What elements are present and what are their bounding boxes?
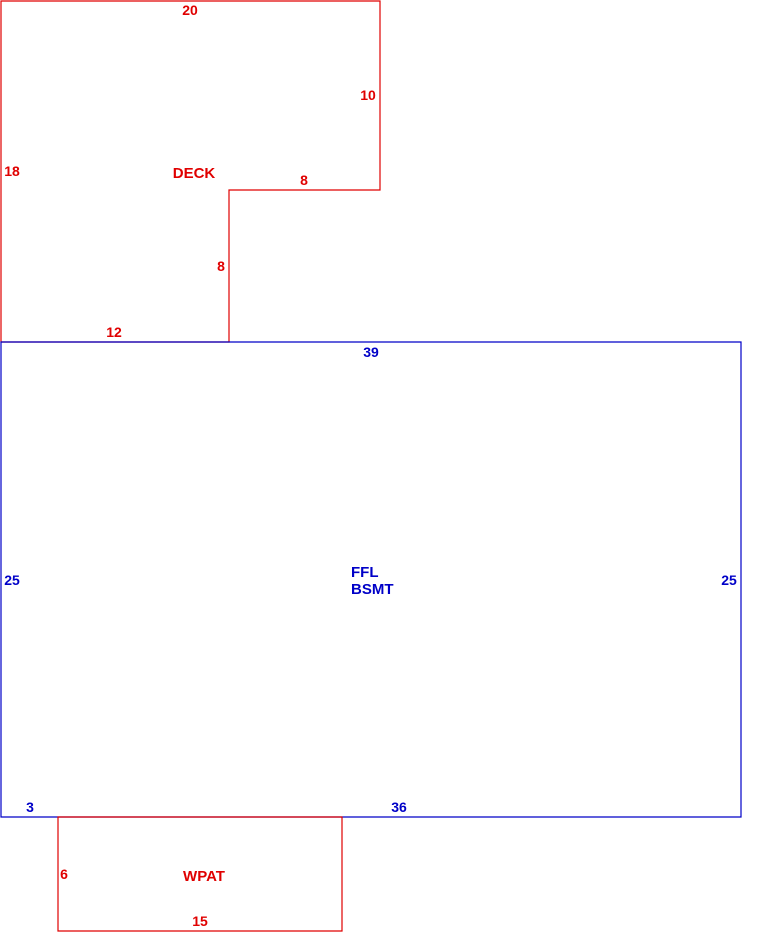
deck-area-label: DECK xyxy=(173,165,216,182)
deck-dim-left: 18 xyxy=(4,163,20,179)
house-dim-bottom-left: 3 xyxy=(26,799,34,815)
patio-area-label: WPAT xyxy=(183,868,225,885)
house-outline xyxy=(0,341,742,818)
deck-dim-right-upper: 10 xyxy=(360,87,376,103)
house-dim-right: 25 xyxy=(721,572,737,588)
patio-dim-bottom: 15 xyxy=(192,913,208,929)
house-dim-left: 25 xyxy=(4,572,20,588)
house-area-label-line2: BSMT xyxy=(351,581,394,598)
house-dim-top: 39 xyxy=(363,344,379,360)
deck-dim-top: 20 xyxy=(182,2,198,18)
house-area-label-line1: FFL xyxy=(351,564,379,581)
deck-dim-bottom: 12 xyxy=(106,324,122,340)
patio-dim-left: 6 xyxy=(60,866,68,882)
deck-dim-step-vertical: 8 xyxy=(217,258,225,274)
house-dim-bottom-right: 36 xyxy=(391,799,407,815)
deck-dim-step-horizontal: 8 xyxy=(300,172,308,188)
patio-outline xyxy=(57,816,343,932)
